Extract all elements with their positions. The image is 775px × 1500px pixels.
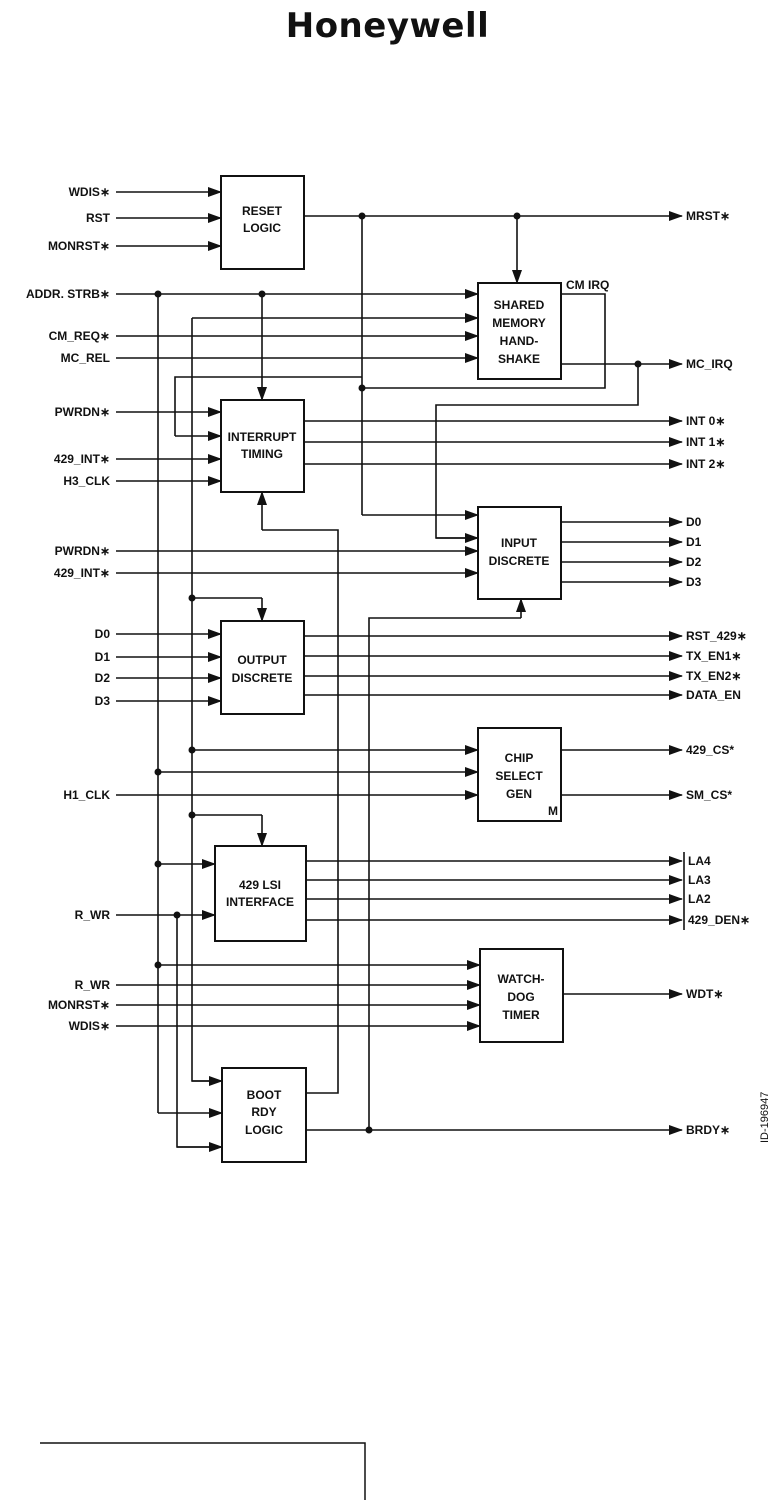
chip-select-label-2: SELECT: [495, 769, 543, 783]
sig-monrst: MONRST∗: [48, 239, 110, 253]
chip-select-label-1: CHIP: [505, 751, 534, 765]
input-discrete-label-2: DISCRETE: [489, 554, 550, 568]
sig-rst: RST: [86, 211, 111, 225]
chip-select-label-3: GEN: [506, 787, 532, 801]
sig-wdis: WDIS∗: [69, 185, 110, 199]
block-shared-memory-handshake: SHARED MEMORY HAND- SHAKE: [477, 282, 562, 380]
boot-rdy-label-1: BOOT: [247, 1088, 282, 1102]
figure-id: ID-196947: [759, 1092, 771, 1143]
input-discrete-label-1: INPUT: [501, 536, 538, 550]
reset-logic-label-2: LOGIC: [243, 221, 281, 235]
sig-r-wr-1: R_WR: [75, 908, 111, 922]
sig-mc-rel: MC_REL: [61, 351, 110, 365]
block-reset-logic: RESET LOGIC: [220, 175, 305, 270]
sig-la2: LA2: [688, 892, 711, 906]
watchdog-label-3: TIMER: [502, 1008, 540, 1022]
sig-brdy: BRDY∗: [686, 1123, 730, 1137]
sig-429-int-2: 429_INT∗: [54, 566, 110, 580]
shared-memory-label-1: SHARED: [494, 298, 545, 312]
block-boot-rdy-logic: BOOT RDY LOGIC: [221, 1067, 307, 1163]
boot-rdy-label-2: RDY: [251, 1105, 276, 1119]
sig-in-d3: D3: [95, 694, 111, 708]
block-watchdog-timer: WATCH- DOG TIMER: [479, 948, 564, 1043]
interrupt-timing-label-1: INTERRUPT: [228, 430, 297, 444]
sig-out-d2: D2: [686, 555, 702, 569]
sig-data-en: DATA_EN: [686, 688, 741, 702]
sig-wdt: WDT∗: [686, 987, 723, 1001]
lsi-interface-label-2: INTERFACE: [226, 895, 294, 909]
sig-int2: INT 2∗: [686, 457, 725, 471]
sig-out-d0: D0: [686, 515, 702, 529]
sig-pwrdn-1: PWRDN∗: [55, 405, 110, 419]
sig-sm-cs: SM_CS*: [686, 788, 732, 802]
output-discrete-label-1: OUTPUT: [237, 653, 287, 667]
sig-429-den: 429_DEN∗: [688, 913, 750, 927]
reset-logic-label-1: RESET: [242, 204, 283, 218]
sig-la3: LA3: [688, 873, 711, 887]
block-interrupt-timing: INTERRUPT TIMING: [220, 399, 305, 493]
lsi-interface-label-1: 429 LSI: [239, 878, 281, 892]
shared-memory-label-2: MEMORY: [492, 316, 546, 330]
block-429-lsi-interface: 429 LSI INTERFACE: [214, 845, 307, 942]
input-labels: WDIS∗ RST MONRST∗ ADDR. STRB∗ CM_REQ∗ MC…: [26, 185, 111, 1033]
sig-h1-clk: H1_CLK: [63, 788, 110, 802]
sig-429-int-1: 429_INT∗: [54, 452, 110, 466]
interrupt-timing-label-2: TIMING: [241, 447, 283, 461]
sig-out-d1: D1: [686, 535, 702, 549]
chip-select-mark: M: [548, 804, 558, 818]
shared-memory-label-4: SHAKE: [498, 352, 540, 366]
sig-mc-irq: MC_IRQ: [686, 357, 733, 371]
sig-in-d1: D1: [95, 650, 111, 664]
shared-memory-label-3: HAND-: [500, 334, 539, 348]
watchdog-label-1: WATCH-: [497, 972, 544, 986]
sig-addr-strb: ADDR. STRB∗: [26, 287, 110, 301]
sig-pwrdn-2: PWRDN∗: [55, 544, 110, 558]
sig-out-d3: D3: [686, 575, 702, 589]
block-output-discrete: OUTPUT DISCRETE: [220, 620, 305, 715]
sig-cm-irq: CM IRQ: [566, 278, 609, 292]
sig-in-d2: D2: [95, 671, 111, 685]
footer-box: [40, 1442, 366, 1500]
sig-monrst-2: MONRST∗: [48, 998, 110, 1012]
sig-r-wr-2: R_WR: [75, 978, 111, 992]
sig-int0: INT 0∗: [686, 414, 725, 428]
block-chip-select-gen: CHIP SELECT GEN M: [477, 727, 562, 822]
output-discrete-label-2: DISCRETE: [232, 671, 293, 685]
sig-mrst: MRST∗: [686, 209, 730, 223]
sig-tx-en1: TX_EN1∗: [686, 649, 741, 663]
sig-la4: LA4: [688, 854, 711, 868]
watchdog-label-2: DOG: [507, 990, 534, 1004]
block-input-discrete: INPUT DISCRETE: [477, 506, 562, 600]
sig-cm-req: CM_REQ∗: [49, 329, 110, 343]
output-labels: MRST∗ CM IRQ MC_IRQ INT 0∗ INT 1∗ INT 2∗…: [566, 209, 750, 1137]
junction-dots: [154, 212, 642, 1134]
sig-in-d0: D0: [95, 627, 111, 641]
sig-429-cs: 429_CS*: [686, 743, 734, 757]
wires: [116, 187, 685, 1152]
honeywell-logo: Honeywell: [285, 6, 490, 46]
sig-tx-en2: TX_EN2∗: [686, 669, 741, 683]
sig-h3-clk: H3_CLK: [63, 474, 110, 488]
sig-wdis-2: WDIS∗: [69, 1019, 110, 1033]
sig-int1: INT 1∗: [686, 435, 725, 449]
boot-rdy-label-3: LOGIC: [245, 1123, 283, 1137]
sig-rst-429: RST_429∗: [686, 629, 747, 643]
